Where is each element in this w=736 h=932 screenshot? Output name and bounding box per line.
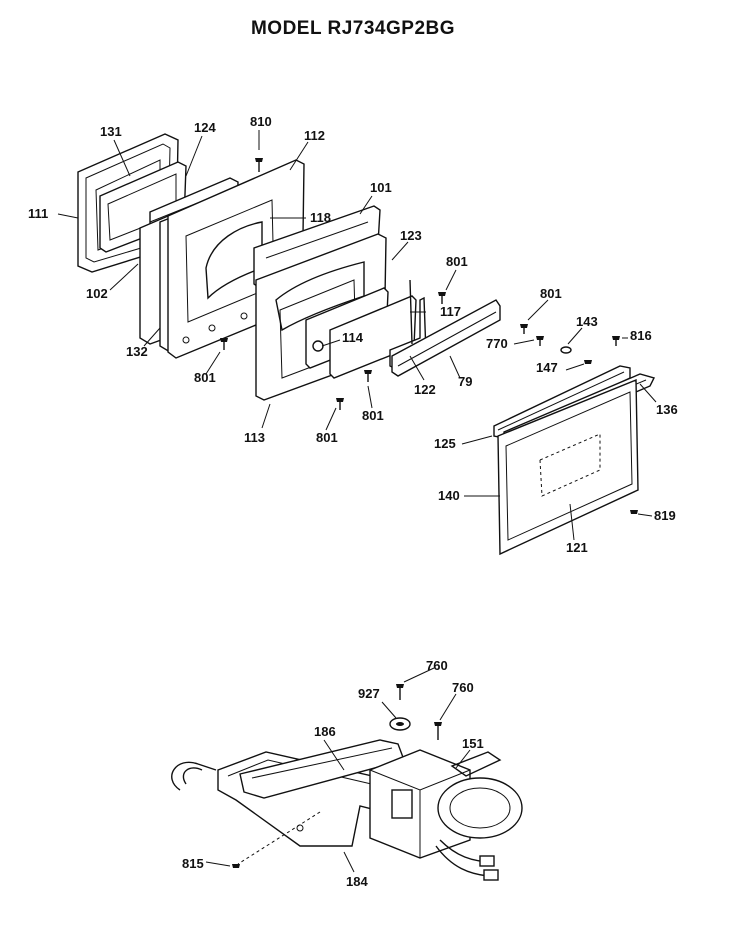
callout-117: 117 <box>440 304 461 319</box>
callout-186: 186 <box>314 724 336 739</box>
callout-801-left: 801 <box>194 370 216 385</box>
callout-816: 816 <box>630 328 652 343</box>
callout-124: 124 <box>194 120 216 135</box>
callout-123: 123 <box>400 228 422 243</box>
callout-101: 101 <box>370 180 392 195</box>
callout-801-far-right: 801 <box>540 286 562 301</box>
screw-815 <box>232 864 240 868</box>
callout-121: 121 <box>566 540 588 555</box>
diagram-title: MODEL RJ734GP2BG <box>250 18 456 39</box>
callout-801-mid: 801 <box>362 408 384 423</box>
callout-113: 113 <box>244 430 265 445</box>
callout-labels: 131 124 810 112 111 118 101 102 123 801 … <box>28 114 678 889</box>
callout-132: 132 <box>126 344 148 359</box>
screw-801-left <box>220 338 228 350</box>
callout-151: 151 <box>462 736 484 751</box>
callout-770: 770 <box>486 336 508 351</box>
callout-760-left: 760 <box>426 658 448 673</box>
callout-136: 136 <box>656 402 678 417</box>
callout-760-right: 760 <box>452 680 474 695</box>
leader-lines <box>57 130 657 873</box>
part-79-handle-trim <box>391 299 501 377</box>
screw-760-left <box>396 684 404 700</box>
screw-801-far-right <box>520 324 528 334</box>
callout-131: 131 <box>100 124 122 139</box>
callout-927: 927 <box>358 686 380 701</box>
callout-815: 815 <box>182 856 204 871</box>
screw-801-bottom <box>336 398 344 410</box>
screw-810 <box>255 158 263 172</box>
callout-112: 112 <box>304 128 325 143</box>
part-140-outer-glass-panel <box>497 378 639 556</box>
screw-770 <box>536 336 544 346</box>
callout-122: 122 <box>414 382 436 397</box>
callout-118: 118 <box>310 210 331 225</box>
screw-801-upper-right <box>438 292 446 304</box>
part-151-latch-motor-housing <box>369 749 523 859</box>
screw-816 <box>612 336 620 346</box>
callout-184: 184 <box>346 874 368 889</box>
callout-140: 140 <box>438 488 460 503</box>
callout-125: 125 <box>434 436 456 451</box>
washer-927 <box>389 717 411 731</box>
callout-79: 79 <box>458 374 472 389</box>
callout-810: 810 <box>250 114 272 129</box>
screw-147 <box>584 360 592 364</box>
callout-102: 102 <box>86 286 108 301</box>
callout-801-bottom: 801 <box>316 430 338 445</box>
callout-801-upper-right: 801 <box>446 254 468 269</box>
callout-111: 111 <box>28 206 48 221</box>
washer-143 <box>560 346 572 354</box>
screw-819 <box>630 510 638 514</box>
callout-147: 147 <box>536 360 558 375</box>
screw-760-right <box>434 722 442 740</box>
callout-114: 114 <box>342 330 364 345</box>
screw-801-mid <box>364 370 372 382</box>
latch-wiring-harness <box>435 839 499 881</box>
callout-819: 819 <box>654 508 676 523</box>
callout-143: 143 <box>576 314 598 329</box>
